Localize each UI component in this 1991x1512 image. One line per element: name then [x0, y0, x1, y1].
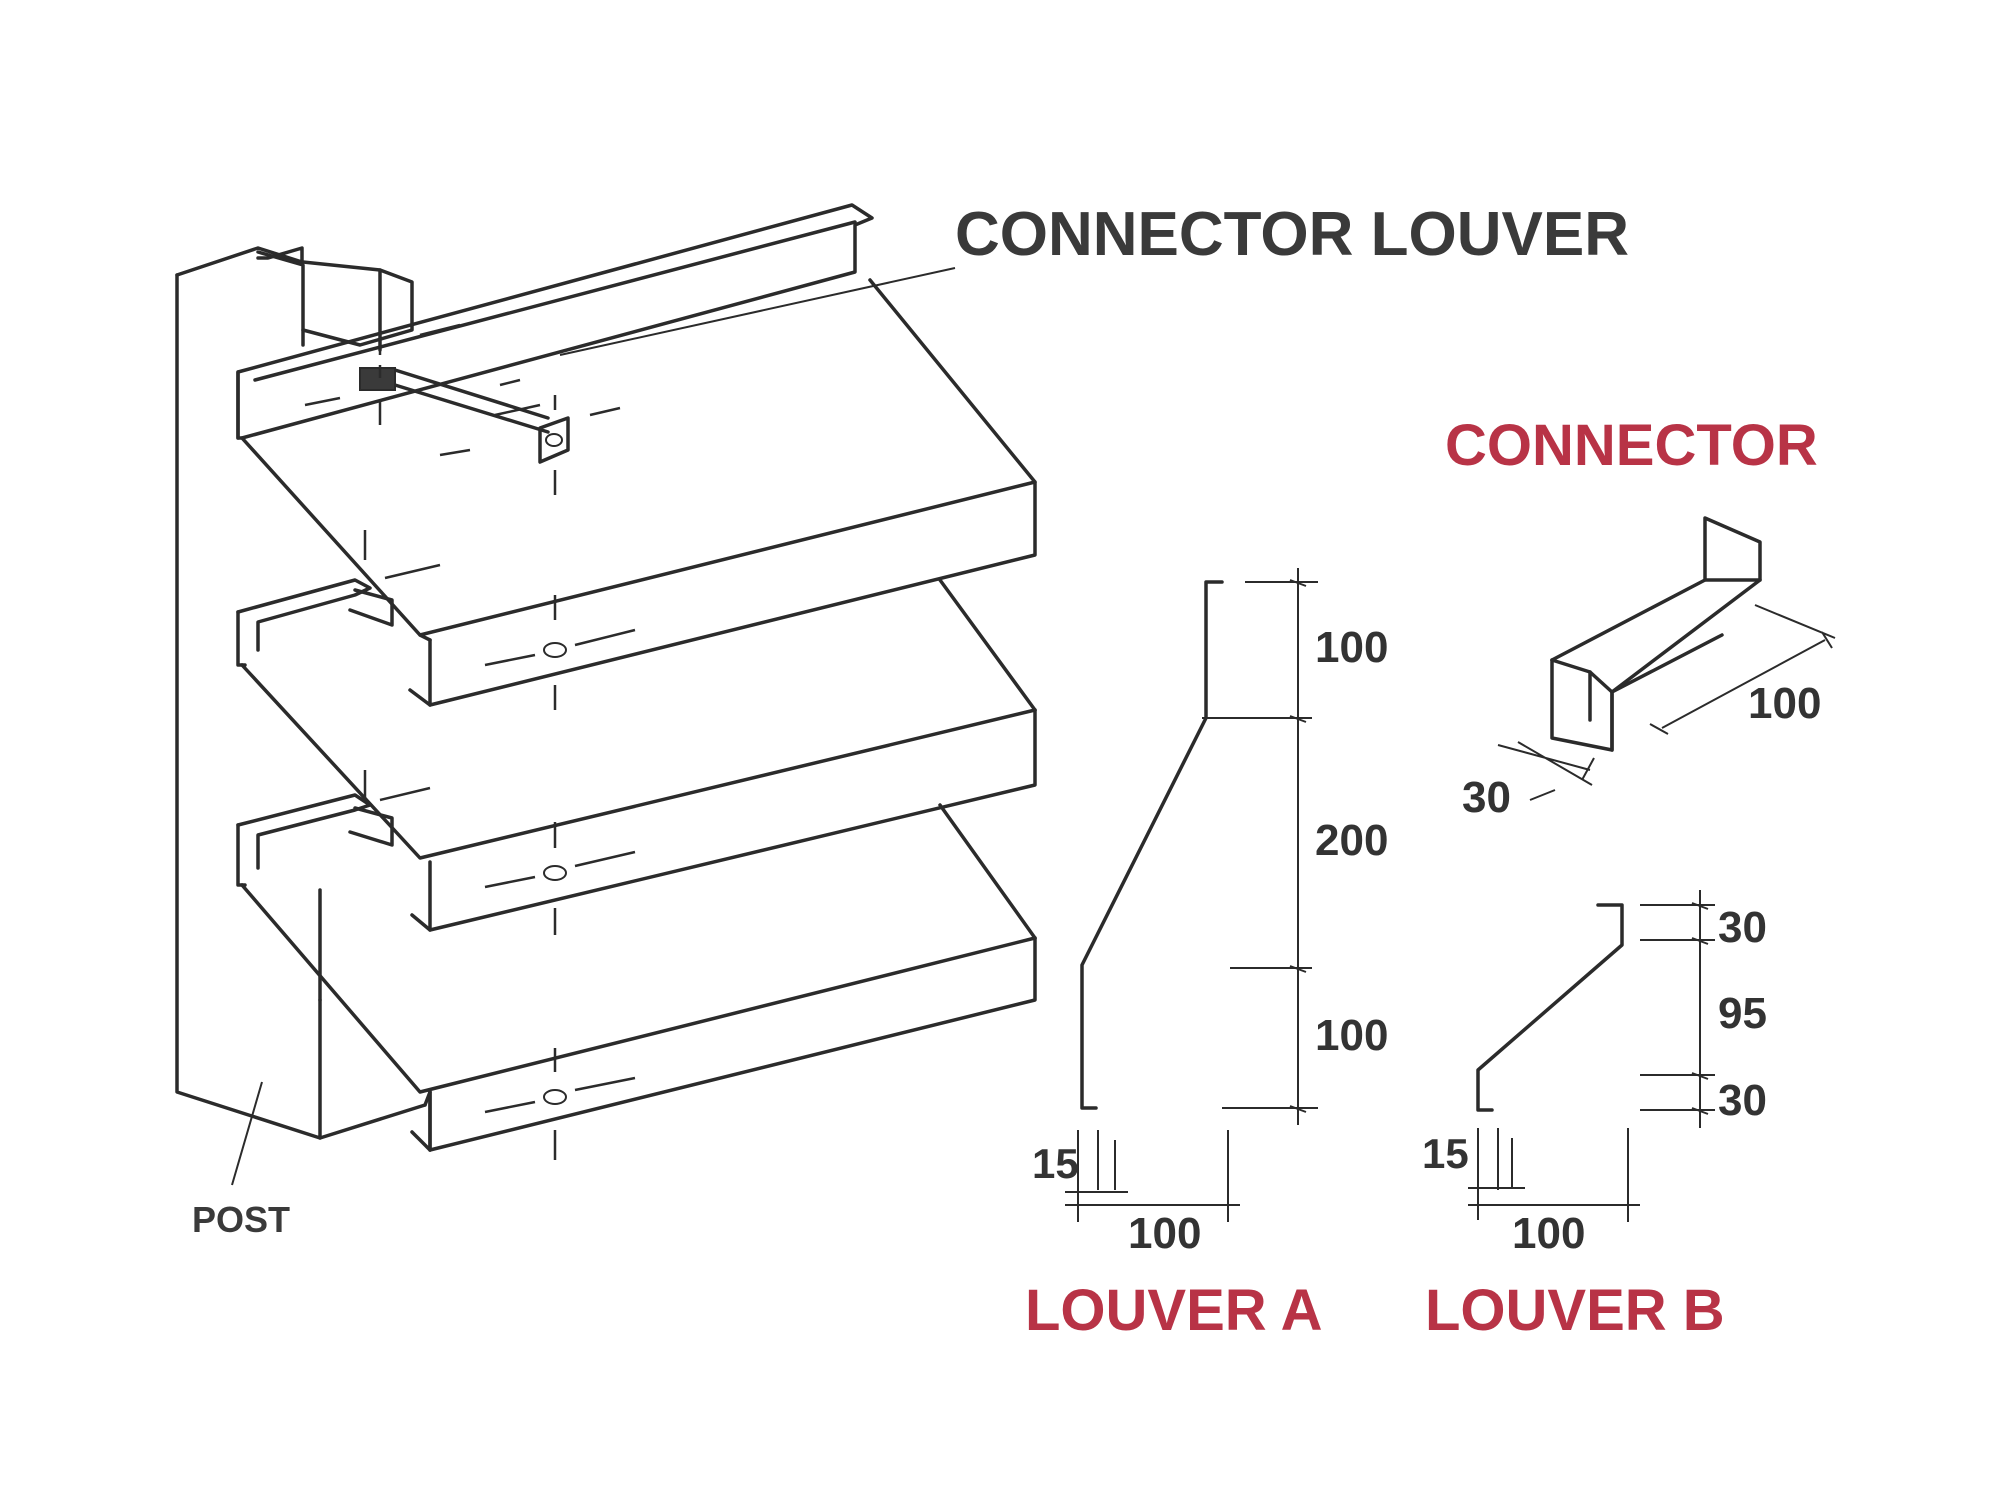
connector-drawing: [1497, 516, 1836, 801]
louver-a-dim-top: 100: [1315, 623, 1388, 672]
louver-a-dim-width: 100: [1128, 1209, 1201, 1258]
louver-a-dim-lip: 15: [1032, 1140, 1079, 1187]
louver-b-dim-lip: 15: [1422, 1130, 1469, 1177]
louver-a-profile: [1065, 568, 1318, 1222]
connector-dim-width: 30: [1462, 773, 1511, 822]
louver-a-dim-bottom: 100: [1315, 1011, 1388, 1060]
louver-b-dim-bottom: 30: [1718, 1076, 1767, 1125]
label-post: POST: [192, 1199, 290, 1240]
louver-2: [236, 530, 1037, 932]
louver-3: [236, 793, 1037, 1152]
title-connector: CONNECTOR: [1445, 413, 1818, 478]
louver-b-dim-top: 30: [1718, 903, 1767, 952]
title-louver-b: LOUVER B: [1425, 1278, 1725, 1343]
title-connector-louver: CONNECTOR LOUVER: [955, 200, 1629, 269]
louver-4: [423, 1048, 636, 1160]
louver-a-dim-middle: 200: [1315, 816, 1388, 865]
connector-dim-length: 100: [1748, 679, 1821, 728]
louver-1: [236, 203, 1037, 707]
post-leader: [231, 1081, 263, 1186]
louver-assembly-drawing: [175, 203, 1037, 1186]
post-drawing: [175, 246, 427, 1140]
louver-b-dim-width: 100: [1512, 1209, 1585, 1258]
title-louver-a: LOUVER A: [1025, 1278, 1323, 1343]
connector-louver-leader: [559, 267, 956, 356]
louver-b-dim-middle: 95: [1718, 989, 1767, 1038]
louver-b-profile: [1468, 890, 1715, 1222]
